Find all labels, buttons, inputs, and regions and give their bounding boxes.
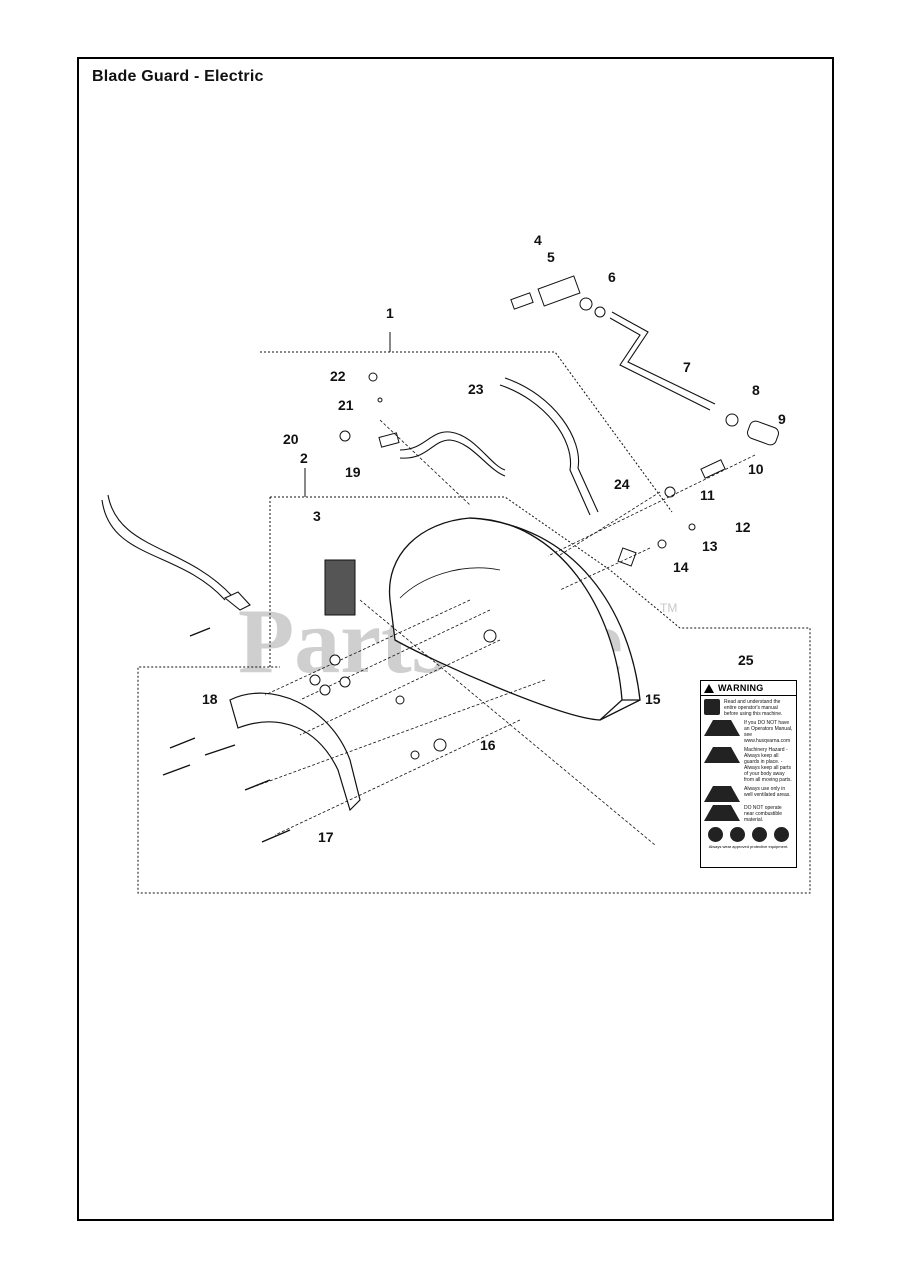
callout-8: 8 — [752, 382, 760, 398]
ear-protection-icon — [752, 827, 768, 842]
callout-19: 19 — [345, 464, 361, 480]
callout-16: 16 — [480, 737, 496, 753]
callout-20: 20 — [283, 431, 299, 447]
page-frame — [77, 57, 834, 1221]
ventilation-icon — [704, 786, 740, 802]
callout-5: 5 — [547, 249, 555, 265]
callout-22: 22 — [330, 368, 346, 384]
water-hose-23 — [399, 431, 506, 477]
warning-triangle-icon — [704, 683, 714, 693]
helmet-icon — [707, 827, 723, 842]
warning-header: WARNING — [701, 681, 796, 696]
callout-21: 21 — [338, 397, 354, 413]
callout-10: 10 — [748, 461, 764, 477]
callout-9: 9 — [778, 411, 786, 427]
bolts — [162, 627, 291, 843]
ppe-icons — [701, 823, 796, 842]
water-hose-24 — [499, 377, 599, 516]
respirator-icon — [774, 827, 790, 842]
callout-23: 23 — [468, 381, 484, 397]
assembly-outlines — [137, 332, 811, 894]
fire-hazard-icon — [704, 805, 740, 821]
callout-24: 24 — [614, 476, 630, 492]
callout-12: 12 — [735, 519, 751, 535]
handle-rod — [609, 311, 716, 411]
warning-row: Machinery Hazard - Always keep all guard… — [701, 744, 796, 783]
warning-line: DO NOT operate near combustible material… — [744, 805, 783, 823]
callout-18: 18 — [202, 691, 218, 707]
warning-row: DO NOT operate near combustible material… — [701, 802, 796, 823]
callout-15: 15 — [645, 691, 661, 707]
callout-13: 13 — [702, 538, 718, 554]
diagram-title: Blade Guard - Electric — [92, 68, 264, 85]
caution-icon — [704, 720, 740, 736]
callout-numbers: 1 2 3 4 5 6 7 8 9 10 11 12 13 14 15 16 1… — [202, 232, 786, 845]
inner-guard — [229, 692, 361, 812]
fittings — [324, 275, 779, 616]
callout-11: 11 — [700, 487, 715, 503]
warning-heading: WARNING — [718, 683, 764, 693]
callout-4: 4 — [534, 232, 542, 248]
manual-icon — [704, 699, 720, 715]
callout-14: 14 — [673, 559, 689, 575]
warning-decal: WARNING Read and understand the entire o… — [700, 680, 797, 868]
water-hose-left — [101, 494, 251, 611]
callout-3: 3 — [313, 508, 321, 524]
warning-line: Machinery Hazard - Always keep all guard… — [744, 747, 792, 783]
callout-6: 6 — [608, 269, 616, 285]
blade-guard-housing — [388, 517, 641, 721]
washers — [309, 629, 497, 760]
callout-25: 25 — [738, 652, 754, 668]
callout-2: 2 — [300, 450, 308, 466]
warning-row: Always use only in well ventilated areas… — [701, 783, 796, 802]
goggles-icon — [729, 827, 745, 842]
outline-assembly-2 — [137, 496, 811, 894]
warning-line: Always use only in well ventilated areas… — [744, 786, 791, 798]
machinery-hazard-icon — [704, 747, 740, 763]
warning-row: Read and understand the entire operator'… — [701, 696, 796, 717]
callout-7: 7 — [683, 359, 691, 375]
watermark-tm: TM — [660, 601, 677, 615]
warning-line: Read and understand the entire operator'… — [724, 699, 783, 717]
warning-footer: Always wear approved protective equipmen… — [708, 844, 789, 849]
warning-line: If you DO NOT have an Operators Manual, … — [744, 720, 793, 744]
assembly-leader-lines — [244, 419, 756, 846]
callout-17: 17 — [318, 829, 334, 845]
callout-1: 1 — [386, 305, 394, 321]
warning-row: If you DO NOT have an Operators Manual, … — [701, 717, 796, 744]
outline-assembly-1 — [260, 351, 673, 513]
